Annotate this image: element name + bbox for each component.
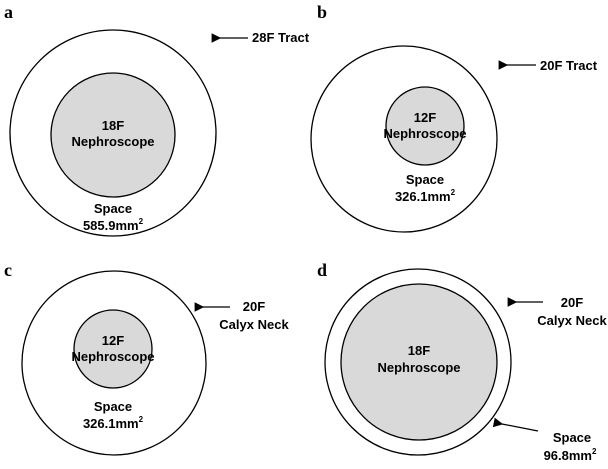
panel-a-space-label: Space (94, 201, 132, 216)
panel-a-outer-label: 28F Tract (252, 30, 310, 45)
panel-d-space-arrow (492, 417, 539, 432)
panel-a-inner-circle (50, 72, 176, 198)
panel-a-letter: a (4, 2, 13, 22)
panel-d-letter: d (317, 260, 327, 280)
panel-b: b 12F Nephroscope Space 326.1mm2 20F Tra… (310, 2, 598, 233)
panel-d-space-value: 96.8mm2 (544, 447, 597, 463)
panel-a-space-value: 585.9mm2 (83, 217, 144, 233)
panel-d-outer-line1: 20F (561, 295, 583, 310)
panel-c-space-value: 326.1mm2 (83, 415, 144, 431)
panel-a-inner-line2: Nephroscope (71, 134, 154, 149)
panel-b-letter: b (317, 2, 327, 22)
panel-c-outer-line1: 20F (243, 299, 265, 314)
panel-d: d 18F Nephroscope 20F Calyx Neck Space 9… (317, 260, 607, 463)
panel-b-outer-label: 20F Tract (540, 58, 598, 73)
panel-d-space-label: Space (553, 430, 591, 445)
panel-c-outer-line2: Calyx Neck (219, 317, 289, 332)
panel-b-inner-line2: Nephroscope (383, 126, 466, 141)
panel-c-inner-circle (73, 309, 153, 389)
panel-d-inner-circle (340, 283, 498, 441)
panel-d-inner-line2: Nephroscope (377, 360, 460, 375)
panel-c: c 12F Nephroscope Space 326.1mm2 20F Cal… (4, 260, 289, 456)
panel-b-inner-circle (385, 86, 465, 166)
panel-a: a 18F Nephroscope Space 585.9mm2 28F Tra… (4, 2, 310, 237)
panel-b-inner-line1: 12F (414, 110, 436, 125)
panel-d-outer-line2: Calyx Neck (537, 313, 607, 328)
panel-b-space-label: Space (406, 172, 444, 187)
panel-c-letter: c (4, 260, 12, 280)
panel-c-inner-line2: Nephroscope (71, 349, 154, 364)
panel-b-space-value: 326.1mm2 (395, 188, 456, 204)
panel-a-inner-line1: 18F (102, 118, 124, 133)
panel-c-space-label: Space (94, 399, 132, 414)
panel-d-inner-line1: 18F (408, 343, 430, 358)
panel-c-inner-line1: 12F (102, 333, 124, 348)
